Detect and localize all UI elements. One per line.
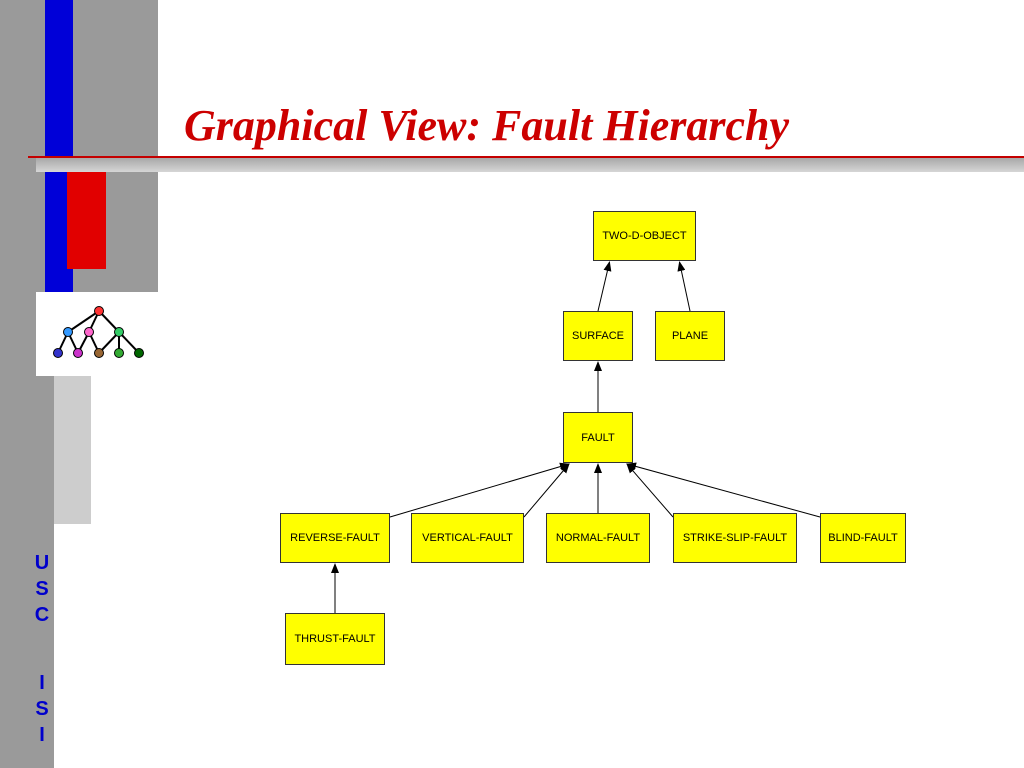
- side-letter-u: U: [34, 552, 50, 574]
- side-letter-i: I: [39, 672, 45, 694]
- logo-node-dot: [114, 327, 124, 337]
- node-normal-fault[interactable]: NORMAL-FAULT: [546, 513, 650, 563]
- logo-node-dot: [84, 327, 94, 337]
- logo-node-dot: [63, 327, 73, 337]
- edge-surface-to-two_d_object: [597, 261, 612, 312]
- side-letter-s: S: [35, 578, 49, 600]
- side-letter-i2: I: [39, 724, 45, 746]
- logo-panel: [36, 292, 158, 376]
- logo-node-dot: [73, 348, 83, 358]
- node-blind-fault[interactable]: BLIND-FAULT: [820, 513, 906, 563]
- node-surface[interactable]: SURFACE: [563, 311, 633, 361]
- side-letter-s2: S: [35, 698, 49, 720]
- node-vertical-fault[interactable]: VERTICAL-FAULT: [411, 513, 524, 563]
- title-underline-shadow: [36, 158, 1024, 172]
- title-underline: [28, 156, 1024, 158]
- logo-node-dot: [134, 348, 144, 358]
- logo-node-dot: [114, 348, 124, 358]
- node-reverse-fault[interactable]: REVERSE-FAULT: [280, 513, 390, 563]
- edge-blind_fault-to-fault: [626, 462, 821, 518]
- node-strike-slip-fault[interactable]: STRIKE-SLIP-FAULT: [673, 513, 797, 563]
- node-plane[interactable]: PLANE: [655, 311, 725, 361]
- edge-plane-to-two_d_object: [677, 261, 691, 312]
- slide-title: Graphical View: Fault Hierarchy: [184, 101, 790, 150]
- node-two-d-object[interactable]: TWO-D-OBJECT: [593, 211, 696, 261]
- node-fault[interactable]: FAULT: [563, 412, 633, 463]
- edge-reverse_fault-to-fault: [389, 462, 570, 518]
- logo-node-dot: [53, 348, 63, 358]
- logo-node-dot: [94, 348, 104, 358]
- decor-red-bar: [67, 172, 106, 269]
- node-thrust-fault[interactable]: THRUST-FAULT: [285, 613, 385, 665]
- edge-strike_slip_fault-to-fault: [626, 463, 674, 518]
- side-letter-c: C: [34, 604, 50, 626]
- edge-vertical_fault-to-fault: [523, 463, 570, 518]
- logo-node-dot: [94, 306, 104, 316]
- decor-gray-strip: [0, 376, 54, 768]
- tree-hierarchy-icon: [53, 306, 144, 358]
